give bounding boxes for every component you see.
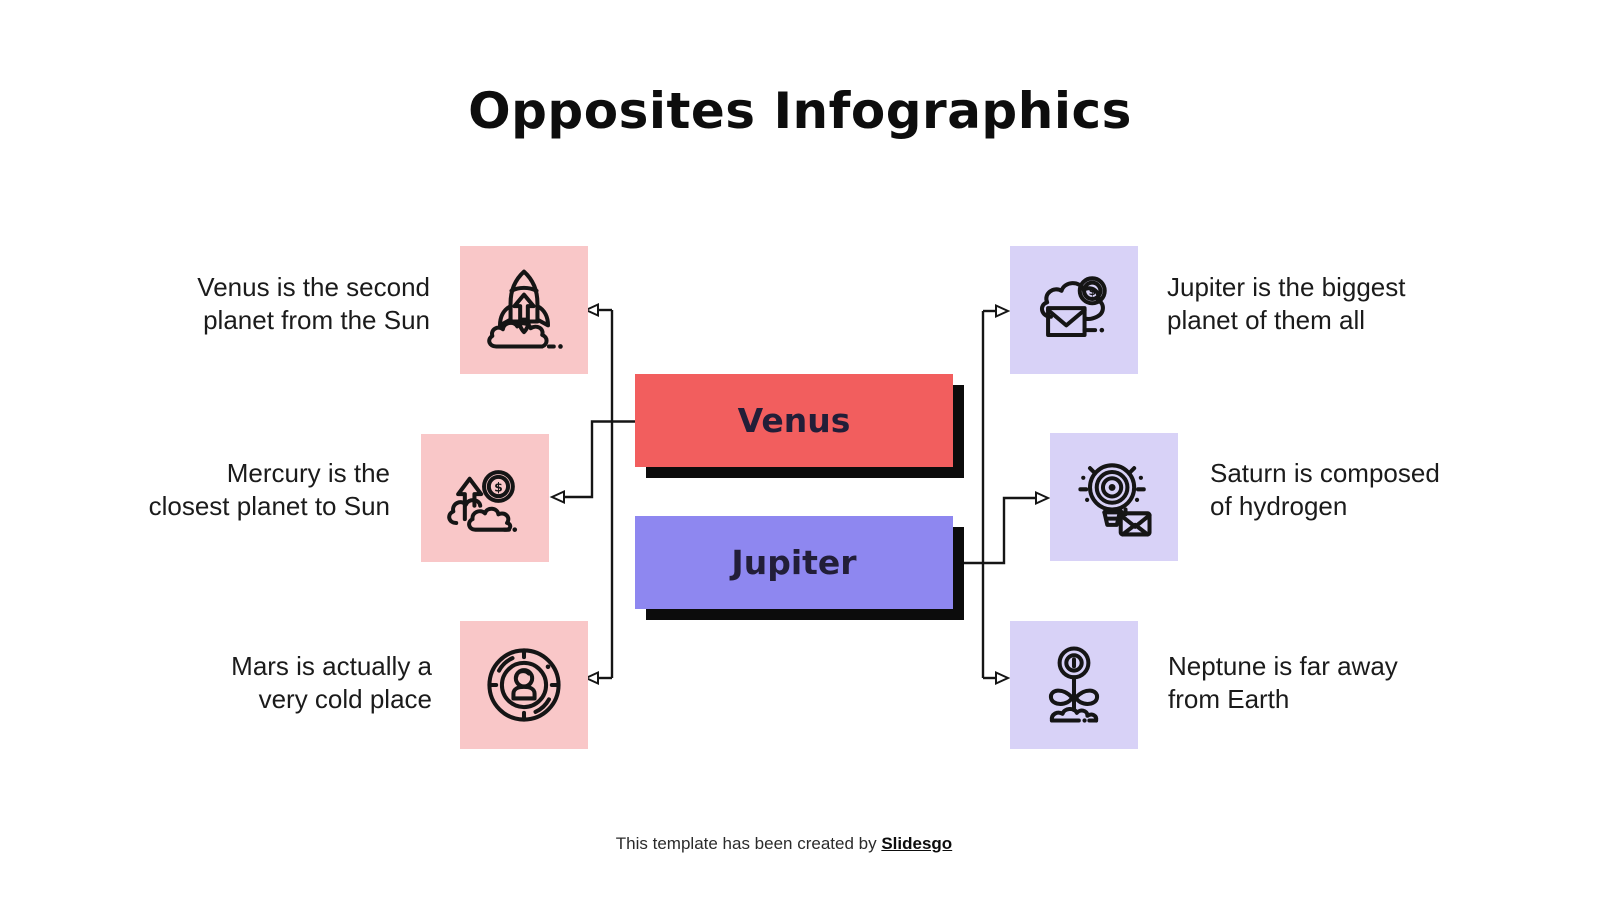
arrowhead-right-bottom xyxy=(995,670,1011,686)
page-title: Opposites Infographics xyxy=(468,82,1132,140)
footer-credit-text: This template has been created by xyxy=(615,834,877,853)
tile-neptune-fact xyxy=(1010,621,1138,749)
footer-credit: This template has been created by Slides… xyxy=(0,834,1568,854)
venus-branch-line xyxy=(564,420,636,499)
jupiter-branch-line xyxy=(952,496,1036,565)
tile-saturn-fact xyxy=(1050,433,1178,561)
venus-fact-text: Venus is the second planet from the Sun xyxy=(197,272,430,335)
rocket-launch-icon xyxy=(487,269,563,349)
idea-bulb-mail-icon xyxy=(1078,463,1152,537)
neptune-fact-text: Neptune is far away from Earth xyxy=(1168,651,1398,714)
tile-venus-fact xyxy=(460,246,588,374)
tile-mercury-fact: $ xyxy=(421,434,549,562)
arrowhead-left-middle xyxy=(549,489,565,505)
venus-label: Venus xyxy=(737,401,851,440)
svg-text:$: $ xyxy=(494,479,503,494)
tile-mars-fact xyxy=(460,621,588,749)
user-target-icon xyxy=(487,648,561,722)
saturn-fact-text: Saturn is composed of hydrogen xyxy=(1210,458,1440,521)
jupiter-box: Jupiter xyxy=(635,516,953,609)
slidesgo-link[interactable]: Slidesgo xyxy=(881,834,953,853)
venus-box: Venus xyxy=(635,374,953,467)
tile-jupiter-fact: $ xyxy=(1010,246,1138,374)
arrowhead-right-top xyxy=(995,303,1011,319)
jupiter-fact-text: Jupiter is the biggest planet of them al… xyxy=(1167,272,1406,335)
arrowhead-right-middle xyxy=(1035,490,1051,506)
svg-text:$: $ xyxy=(1089,286,1096,298)
jupiter-label: Jupiter xyxy=(731,543,857,582)
mars-fact-text: Mars is actually a very cold place xyxy=(231,651,432,714)
flower-growth-icon xyxy=(1048,646,1100,723)
mail-money-cloud-icon: $ xyxy=(1039,276,1107,337)
mercury-fact-text: Mercury is the closest planet to Sun xyxy=(148,458,390,521)
money-growth-icon: $ xyxy=(447,470,518,532)
